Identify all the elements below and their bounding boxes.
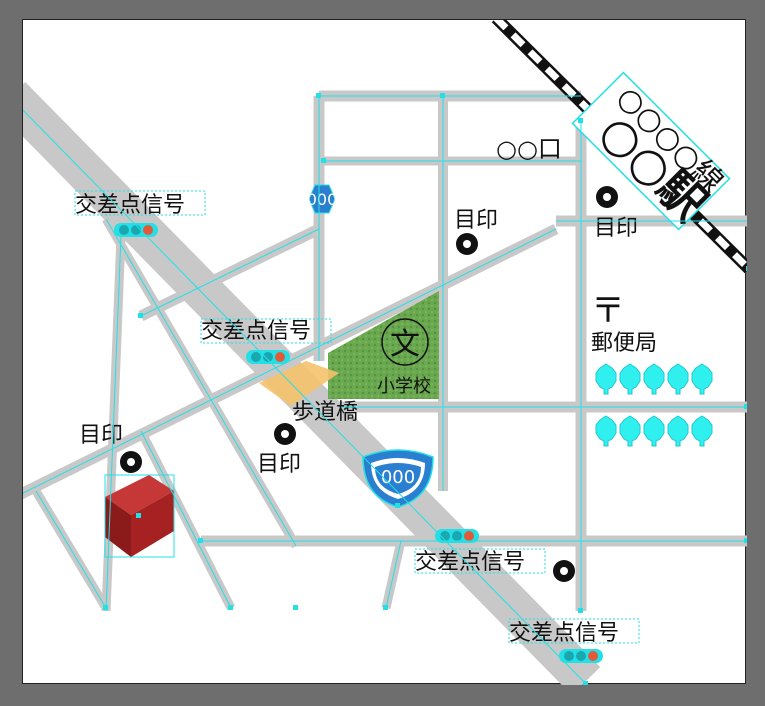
- school-icon: 文: [381, 318, 429, 366]
- landmark-dot-icon[interactable]: [274, 423, 296, 445]
- tree-icon: [667, 415, 689, 447]
- post-office-label: 郵便局: [591, 331, 657, 356]
- footbridge: [259, 361, 339, 406]
- station-sign-icon[interactable]: ○○○○線 ○○駅: [571, 70, 733, 231]
- route-shield-lower-label: 000: [381, 467, 415, 488]
- tree-icon: [619, 363, 641, 395]
- tree-icon: [619, 415, 641, 447]
- school-park: [328, 291, 439, 399]
- artboard[interactable]: ○○○○線 ○○駅 000 000: [22, 19, 747, 685]
- school-label: 小学校: [377, 376, 431, 397]
- route-shield-icon[interactable]: 000: [307, 184, 338, 214]
- signal-label-3: 交差点信号: [415, 550, 525, 575]
- tree-icon: [595, 363, 617, 395]
- traffic-signal-icon[interactable]: [246, 350, 290, 364]
- tree-icon: [643, 415, 665, 447]
- top-marker-label: ○○口: [496, 135, 562, 163]
- landmark-dot-icon[interactable]: [456, 233, 478, 255]
- tree-icon: [691, 363, 713, 395]
- signal-label-1: 交差点信号: [75, 193, 185, 218]
- traffic-signal-icon[interactable]: [435, 529, 479, 543]
- school-symbol: 文: [390, 327, 420, 362]
- tree-icon: [595, 415, 617, 447]
- signal-label-2: 交差点信号: [201, 319, 311, 344]
- tree-icon: [691, 415, 713, 447]
- landmark-label-4: 目印: [79, 423, 123, 448]
- route-shield-icon[interactable]: 000: [362, 449, 434, 508]
- landmark-dot-icon[interactable]: [120, 451, 142, 473]
- landmark-label-1: 目印: [454, 208, 498, 233]
- landmark-dot-icon[interactable]: [553, 560, 575, 582]
- landmark-label-3: 目印: [257, 452, 301, 477]
- tree-row-lower: [595, 415, 713, 447]
- landmark-label-2: 目印: [594, 216, 638, 241]
- tree-row-upper: [595, 363, 713, 395]
- footbridge-label: 歩道橋: [292, 400, 358, 425]
- landmark-dot-icon[interactable]: [596, 186, 618, 208]
- traffic-signal-icon[interactable]: [559, 649, 603, 663]
- tree-icon: [667, 363, 689, 395]
- post-office-icon: 〒: [591, 291, 625, 331]
- building-icon: [105, 475, 174, 557]
- tree-icon: [643, 363, 665, 395]
- signal-label-4: 交差点信号: [509, 621, 619, 646]
- map-canvas[interactable]: ○○○○線 ○○駅 000 000: [23, 20, 747, 685]
- route-shield-upper-label: 000: [307, 190, 338, 209]
- selection-overlay: [23, 93, 747, 685]
